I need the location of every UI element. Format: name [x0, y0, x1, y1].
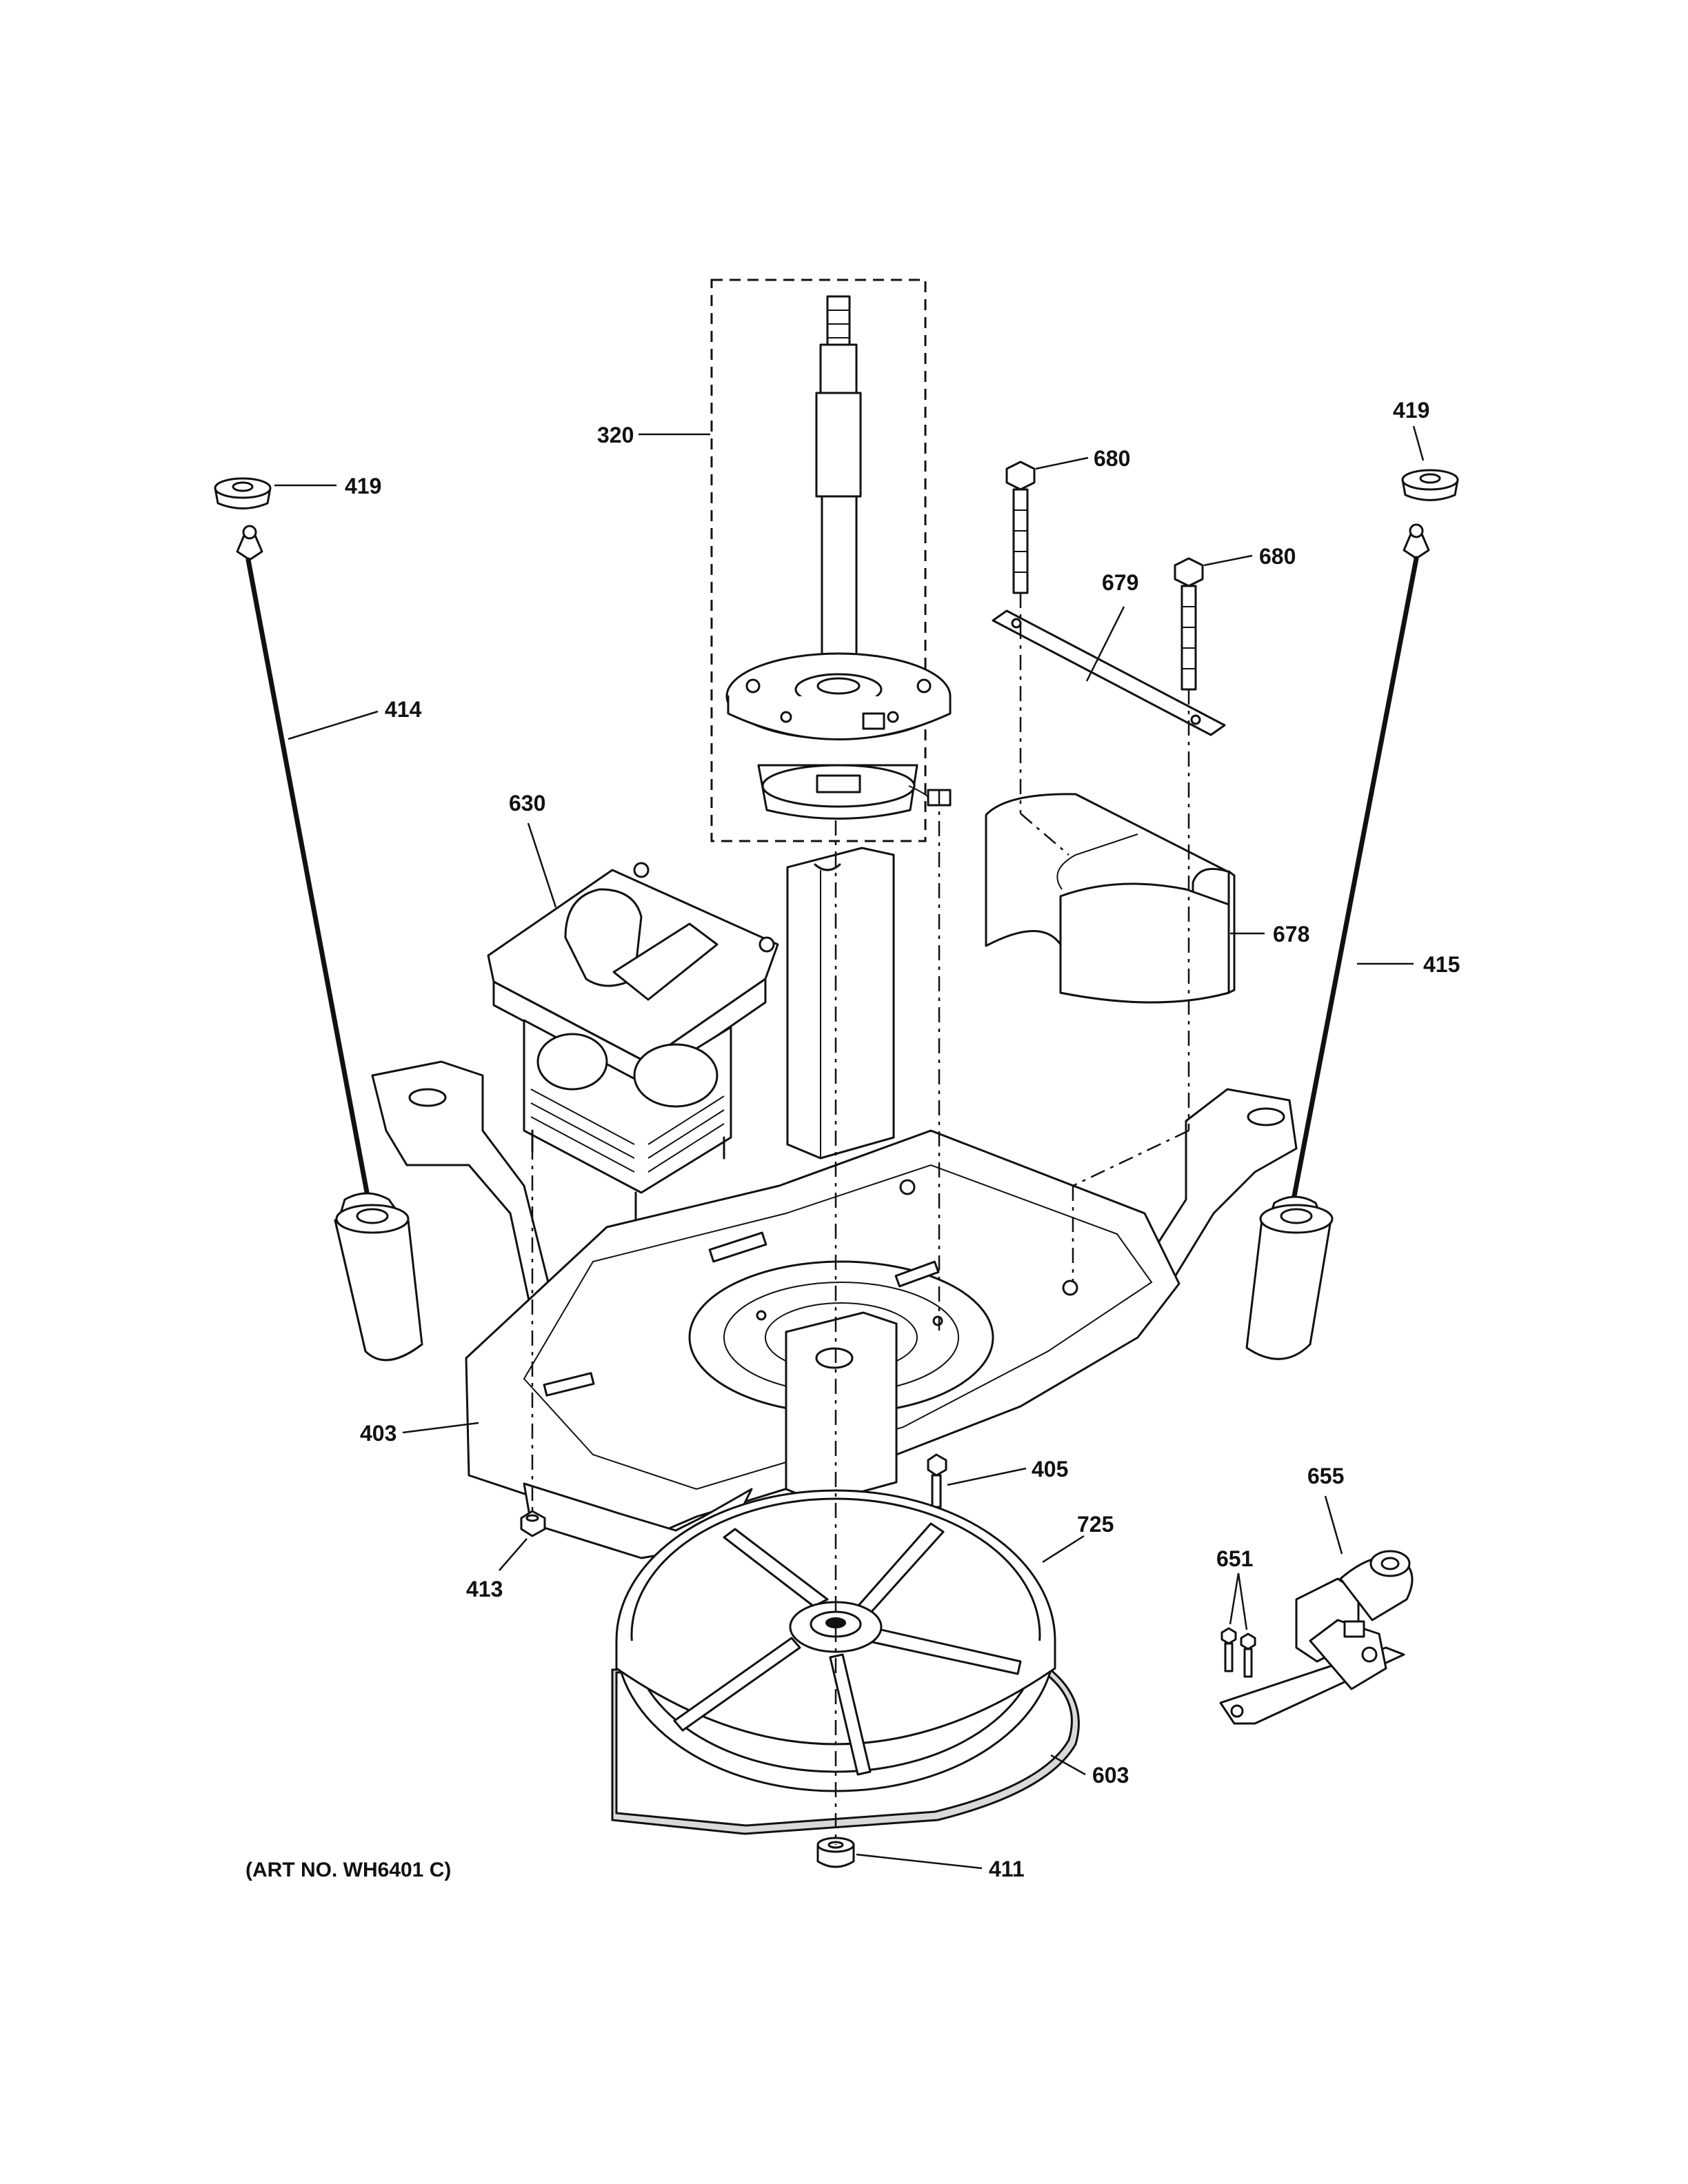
label-680-b[interactable]: 680 — [1259, 544, 1296, 569]
leader-405 — [947, 1467, 1027, 1486]
leader-630 — [527, 822, 557, 908]
leader-725 — [1042, 1535, 1085, 1564]
label-413[interactable]: 413 — [466, 1577, 503, 1601]
label-415[interactable]: 415 — [1423, 952, 1460, 977]
alignment-lines — [531, 593, 1190, 1845]
nut-413[interactable] — [520, 1510, 546, 1537]
label-403[interactable]: 403 — [360, 1421, 396, 1446]
label-411[interactable]: 411 — [989, 1857, 1025, 1881]
label-320[interactable]: 320 — [597, 423, 634, 447]
label-405[interactable]: 405 — [1032, 1457, 1068, 1482]
suspension-cap-419-left[interactable] — [214, 477, 272, 509]
label-630[interactable]: 630 — [509, 791, 545, 816]
label-678[interactable]: 678 — [1273, 922, 1309, 947]
label-655[interactable]: 655 — [1307, 1464, 1344, 1488]
leader-651-a — [1229, 1573, 1240, 1625]
valve-655[interactable] — [1219, 1550, 1414, 1725]
screw-405[interactable] — [927, 1453, 947, 1508]
label-725[interactable]: 725 — [1077, 1512, 1114, 1537]
suspension-rod-414[interactable] — [236, 525, 423, 1362]
weight-plate-679[interactable] — [992, 609, 1226, 736]
leader-655 — [1324, 1495, 1343, 1555]
leader-413 — [499, 1538, 528, 1571]
label-419-left[interactable]: 419 — [345, 474, 381, 498]
art-number: (ART NO. WH6401 C) — [245, 1859, 451, 1881]
motor-630[interactable] — [487, 862, 779, 1222]
base-bracket-403[interactable] — [371, 847, 1298, 1559]
screws-651[interactable] — [1220, 1627, 1256, 1678]
bolt-680-b[interactable] — [1174, 557, 1204, 691]
label-419-right[interactable]: 419 — [1393, 398, 1429, 423]
leader-679 — [1085, 606, 1125, 682]
leader-411 — [856, 1853, 983, 1870]
leader-419-right — [1412, 425, 1425, 461]
counterweight-678[interactable] — [985, 793, 1236, 1004]
leader-603 — [1050, 1754, 1086, 1776]
leader-680-b — [1203, 554, 1253, 567]
shaft-assembly-320[interactable] — [710, 279, 952, 842]
nut-411[interactable] — [816, 1837, 855, 1868]
leader-403 — [402, 1422, 479, 1434]
label-414[interactable]: 414 — [385, 697, 422, 722]
label-651[interactable]: 651 — [1216, 1546, 1253, 1571]
label-680-a[interactable]: 680 — [1094, 446, 1130, 471]
leader-651-b — [1237, 1573, 1248, 1630]
label-603[interactable]: 603 — [1092, 1763, 1129, 1788]
leader-414 — [288, 710, 379, 740]
suspension-cap-419-right[interactable] — [1401, 469, 1459, 501]
suspension-rod-415[interactable] — [1245, 523, 1430, 1360]
label-679[interactable]: 679 — [1102, 570, 1138, 595]
bolt-680-a[interactable] — [1005, 461, 1036, 594]
leader-680-a — [1035, 456, 1089, 470]
